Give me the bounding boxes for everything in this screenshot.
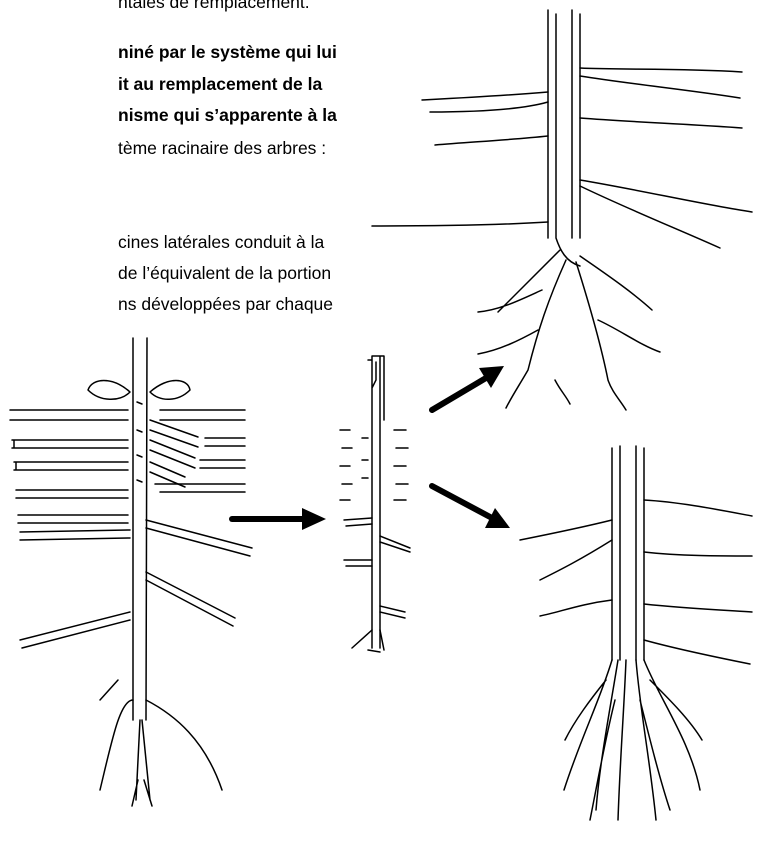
bottom-right-fibrous-roots — [564, 660, 702, 820]
long-oblique-roots — [20, 520, 252, 648]
arrows — [232, 366, 510, 530]
regrown-taproot-drawing — [372, 10, 752, 410]
left-horizontal-roots — [10, 410, 128, 523]
arrow-middle-to-bottom — [432, 486, 492, 518]
left-bottom-branches — [100, 680, 222, 806]
middle-stubs — [340, 430, 408, 500]
top-right-stem — [548, 10, 580, 266]
stem-knots — [137, 402, 142, 482]
middle-stem — [368, 356, 384, 648]
arrow-middle-to-top — [432, 378, 486, 410]
top-right-lower-roots — [478, 250, 660, 410]
regrown-fibrous-drawing — [520, 446, 752, 820]
oblique-short-roots — [150, 420, 198, 487]
top-right-laterals — [372, 68, 752, 248]
left-stem — [133, 338, 147, 720]
bottom-right-stem — [612, 446, 644, 660]
young-root-system-drawing — [10, 338, 252, 806]
left-leaf-left — [88, 381, 130, 400]
middle-cut-roots — [344, 518, 410, 652]
left-leaf-right — [150, 381, 190, 400]
pruned-root-system-drawing — [340, 356, 410, 652]
